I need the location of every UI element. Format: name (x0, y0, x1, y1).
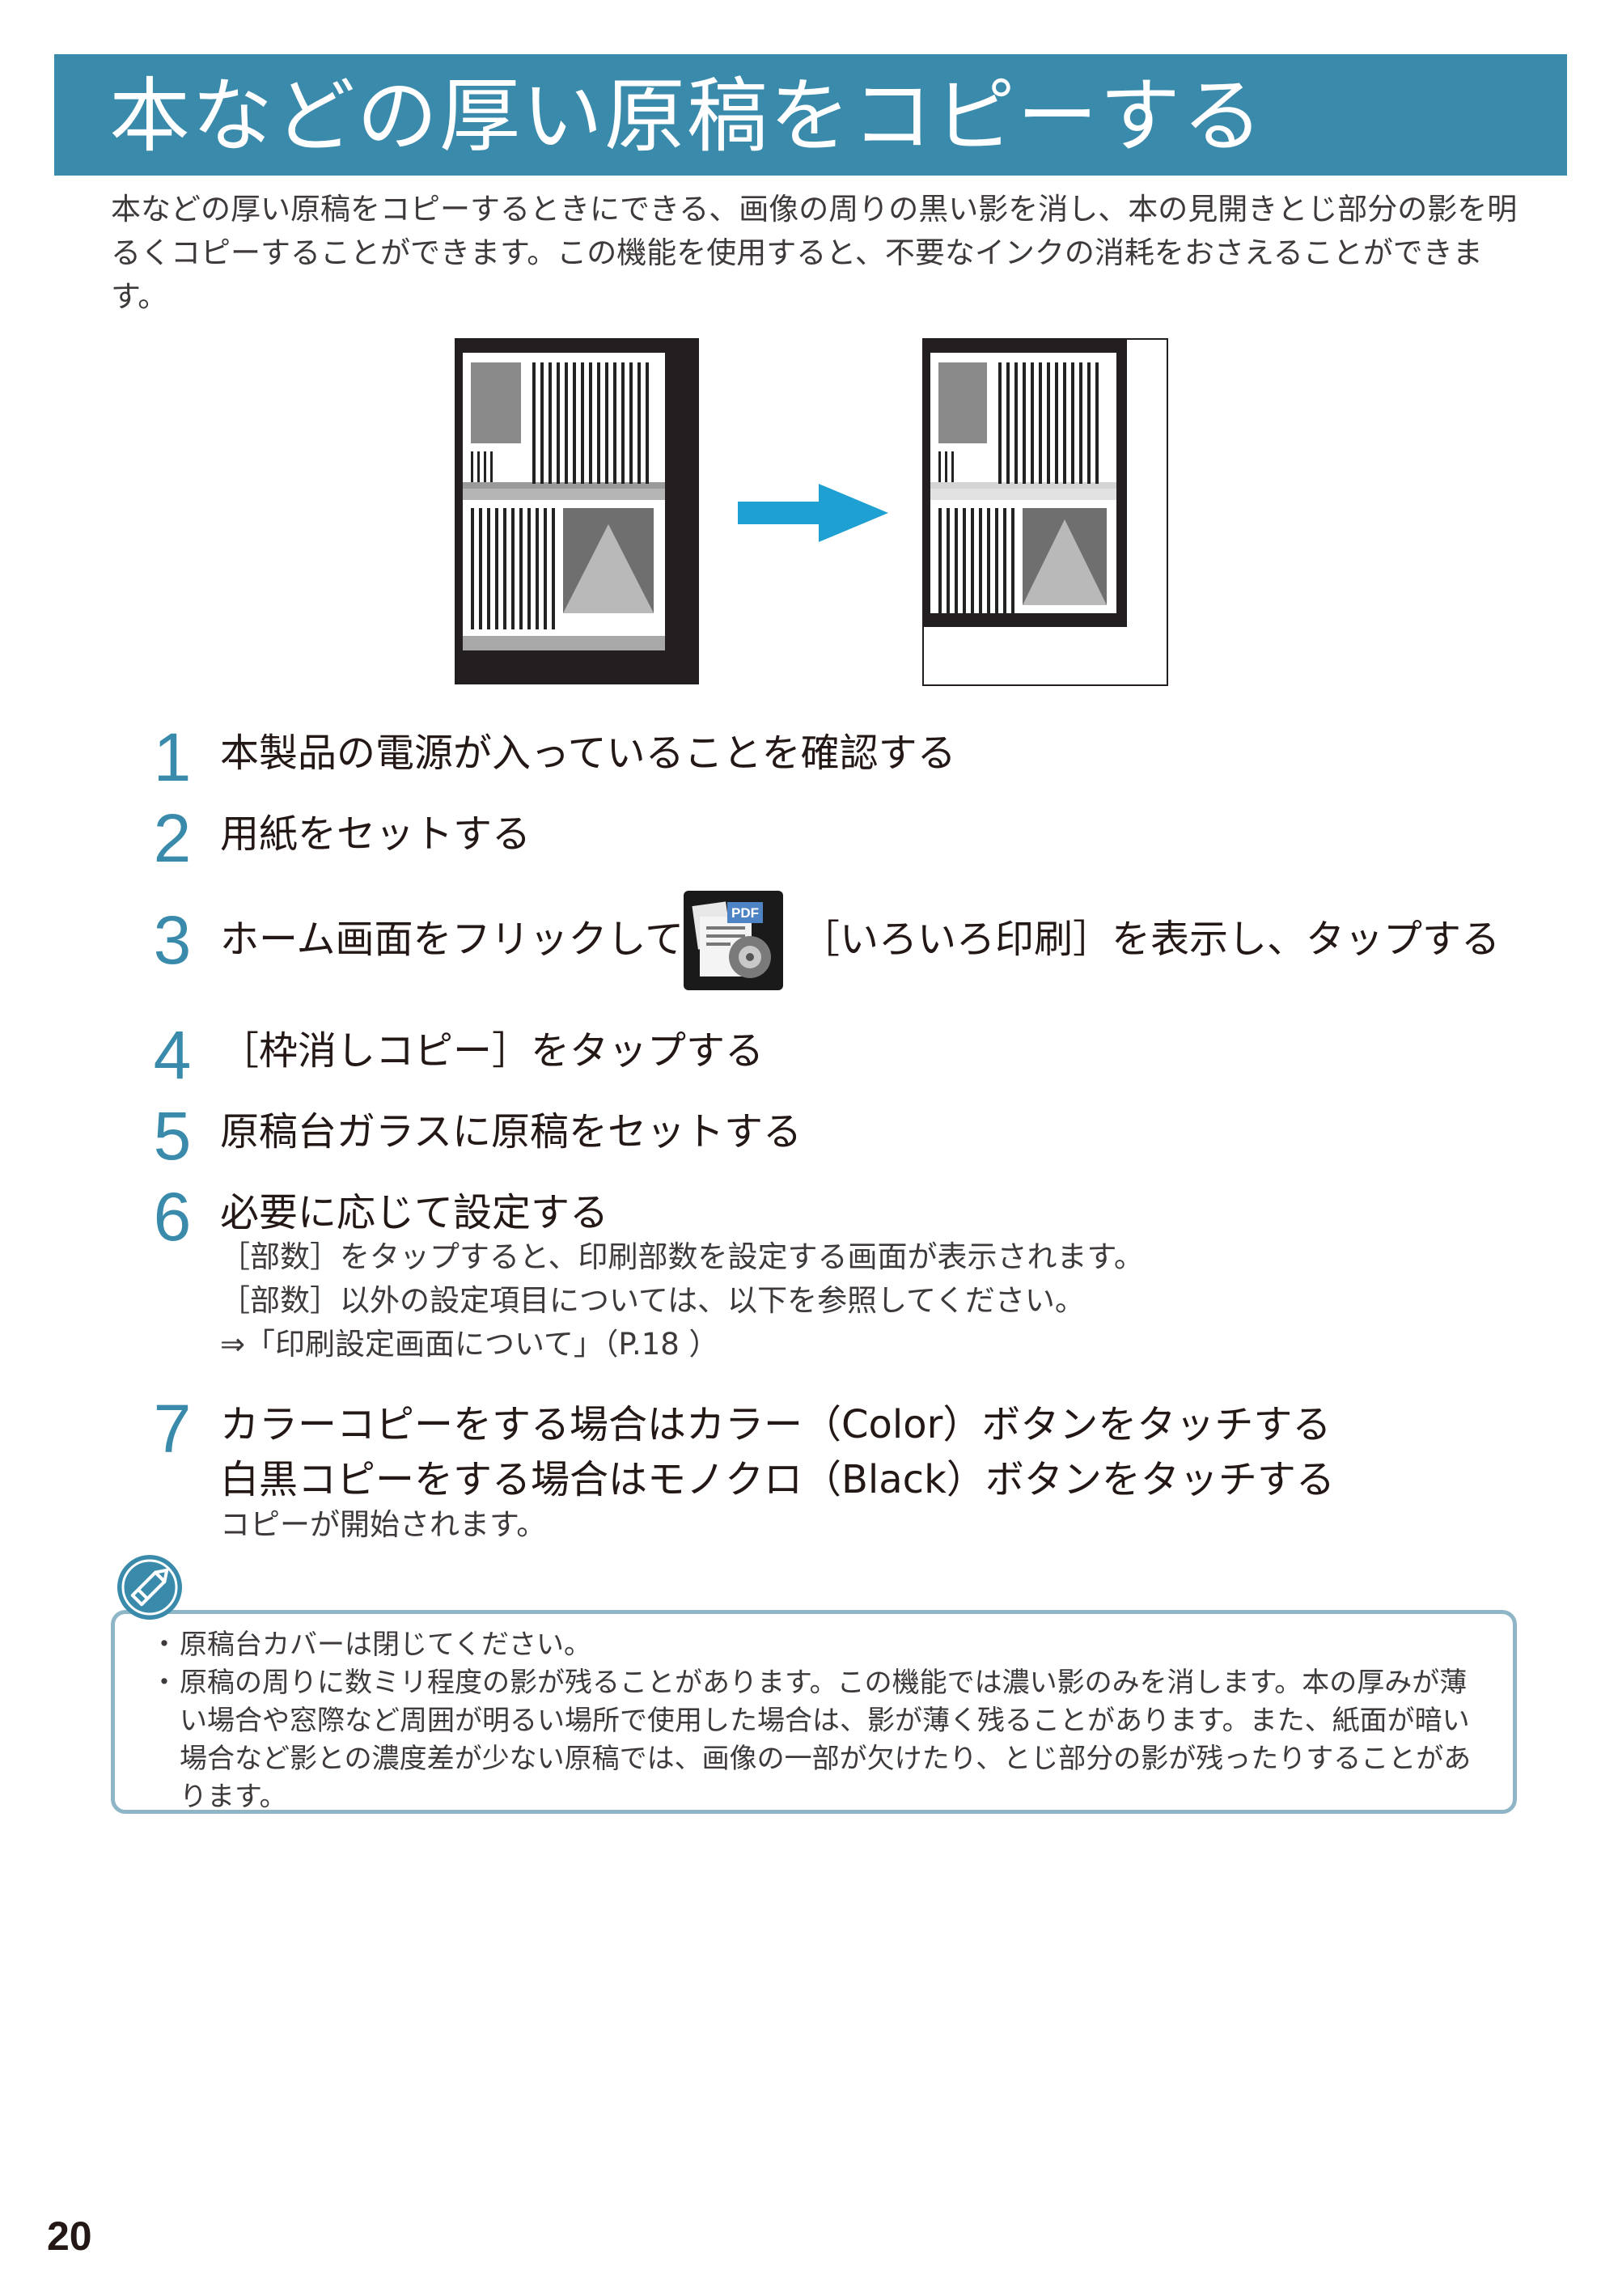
step-6-reference-link[interactable]: ⇒「印刷設定画面について」（P.18 ） (220, 1327, 719, 1362)
note-text-2: 原稿の周りに数ミリ程度の影が残ることがあります。この機能では濃い影のみを消します… (180, 1667, 1472, 1813)
step-number-6: 6 (153, 1179, 192, 1255)
before-copy-illustration (455, 338, 699, 684)
step-6-sub-1: ［部数］をタップすると、印刷部数を設定する画面が表示されます。 (220, 1239, 1144, 1274)
step-text-2: 用紙をセットする (220, 811, 532, 857)
step-7-sub-1: コピーが開始されます。 (220, 1507, 547, 1542)
step-text-7b: 白黒コピーをする場合はモノクロ（Black）ボタンをタッチする (220, 1457, 1335, 1502)
step-text-5: 原稿台ガラスに原稿をセットする (220, 1109, 803, 1154)
note-item: ・ 原稿台カバーは閉じてください。 (150, 1626, 1493, 1664)
note-list: ・ 原稿台カバーは閉じてください。 ・ 原稿の周りに数ミリ程度の影が残ることがあ… (150, 1626, 1493, 1816)
arrow-icon (738, 484, 888, 542)
title-banner: 本などの厚い原稿をコピーする (54, 54, 1567, 176)
note-text-1: 原稿台カバーは閉じてください。 (180, 1629, 591, 1661)
pdf-badge: PDF (731, 905, 759, 921)
page-number: 20 (47, 2213, 92, 2259)
pdf-print-app-icon: PDF (684, 891, 783, 990)
page-title: 本などの厚い原稿をコピーする (109, 69, 1264, 163)
note-box (111, 1610, 1517, 1814)
intro-paragraph: 本などの厚い原稿をコピーするときにできる、画像の周りの黒い影を消し、本の見開きと… (111, 192, 1518, 314)
note-bullet: ・ (150, 1629, 178, 1661)
note-bullet: ・ (150, 1667, 178, 1699)
step-text-1: 本製品の電源が入っていることを確認する (220, 731, 956, 776)
step-text-6: 必要に応じて設定する (220, 1190, 609, 1235)
after-copy-illustration (922, 338, 1168, 686)
step-6-sub-2: ［部数］以外の設定項目については、以下を参照してください。 (220, 1283, 1085, 1318)
note-pencil-icon (117, 1555, 182, 1620)
step-number-2: 2 (153, 800, 192, 876)
step-number-7: 7 (153, 1391, 192, 1467)
step-text-4: ［枠消しコピー］をタップする (220, 1028, 765, 1074)
step-text-3b: ［いろいろ印刷］を表示し、タップする (801, 917, 1501, 962)
step-text-3a: ホーム画面をフリックして (220, 917, 684, 962)
step-number-1: 1 (153, 719, 192, 795)
step-number-4: 4 (153, 1017, 192, 1093)
note-item: ・ 原稿の周りに数ミリ程度の影が残ることがあります。この機能では濃い影のみを消し… (150, 1664, 1493, 1816)
step-text-7a: カラーコピーをする場合はカラー（Color）ボタンをタッチする (220, 1402, 1332, 1447)
step-number-3: 3 (153, 902, 192, 978)
step-number-5: 5 (153, 1098, 192, 1174)
